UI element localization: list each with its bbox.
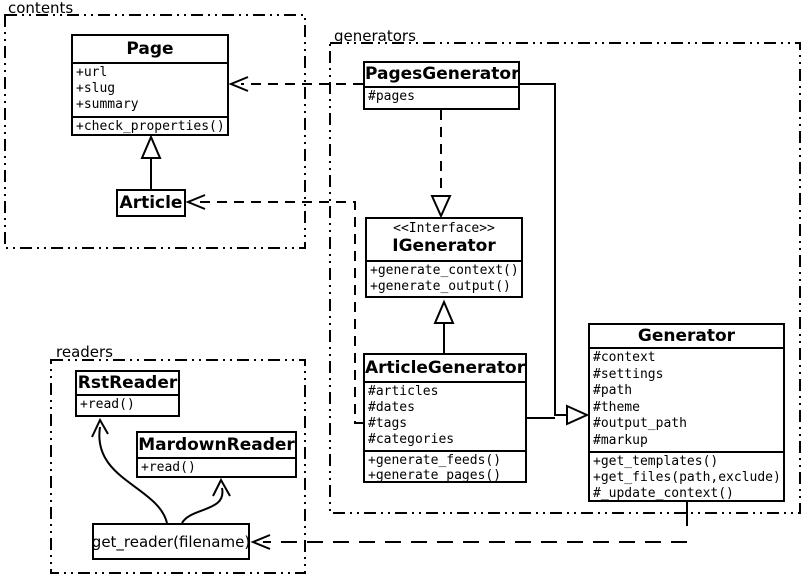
attribute: #dates [368,400,415,415]
class-box-mardownreader: MardownReader +read() [136,431,297,478]
attribute: #path [593,383,633,398]
class-box-article: Article [116,189,186,217]
attribute: #markup [593,432,648,448]
attribute: +summary [76,97,139,112]
method: +read() [80,397,135,412]
class-name-article: Article [119,193,183,213]
method: #_update_context() [593,486,734,500]
class-name-page: Page [126,39,174,59]
class-stereotype-igenerator: <<Interface>> [393,221,495,236]
dependency-line-articlegen-to-article [197,201,363,424]
inheritance-triangle-article-to-page [140,134,162,159]
attribute: +url [76,65,108,80]
arrowhead-at-mardownreader [212,477,231,497]
method: +get_files(path,exclude) [593,470,781,485]
function-box-get-reader: get_reader(filename) [92,523,250,560]
method: +check_properties() [76,119,225,134]
class-methods-mardownreader: +read() [138,457,295,476]
realization-triangle-pagesgen-to-igenerator [430,195,452,219]
package-border-contents [4,14,306,249]
package-label-generators: generators [334,27,416,45]
class-box-rstreader: RstReader +read() [75,370,180,417]
attribute: #settings [593,366,664,382]
package-border-generators [329,42,801,514]
class-box-pagesgenerator: PagesGenerator #pages [363,61,520,110]
attribute: #categories [368,432,455,447]
class-box-igenerator: <<Interface>> IGenerator +generate_conte… [365,217,523,298]
method: +generate_output() [370,279,511,294]
method: +generate_context() [370,263,519,278]
association-curve-getreader-to-rstreader [98,426,168,524]
class-methods-generator: +get_templates() +get_files(path,exclude… [590,451,783,500]
class-methods-articlegenerator: +generate_feeds() +generate_pages() [365,450,525,481]
class-attributes-pagesgenerator: #pages [365,86,518,108]
class-box-articlegenerator: ArticleGenerator #articles #dates #tags … [363,353,527,483]
inheritance-triangle-to-generator [566,404,590,426]
package-border-readers [50,359,306,574]
arrowhead-at-getreader [250,534,271,550]
class-name-articlegenerator: ArticleGenerator [365,358,525,378]
class-methods-rstreader: +read() [77,394,178,415]
attribute: #context [593,350,656,365]
inheritance-triangle-articlegen-to-igenerator [433,299,455,324]
attribute: +slug [76,81,116,96]
arrowhead-at-page [228,76,249,92]
arrowhead-at-article [185,194,206,210]
class-attributes-page: +url +slug +summary [73,62,227,116]
function-name-get-reader: get_reader(filename) [91,532,251,551]
arrowhead-at-rstreader [91,417,109,438]
method: +generate_pages() [368,468,502,481]
class-box-page: Page +url +slug +summary +check_properti… [71,34,229,136]
attribute: #tags [368,416,408,431]
class-box-generator: Generator #context #settings #path #them… [588,323,785,502]
class-name-mardownreader: MardownReader [138,435,295,455]
inheritance-line-pagesgen-to-generator [520,83,566,416]
attribute: #theme [593,399,640,415]
class-header-igenerator: <<Interface>> IGenerator [367,219,521,260]
association-curve-getreader-to-mardownreader [181,487,224,524]
class-methods-igenerator: +generate_context() +generate_output() [367,260,521,296]
class-name-generator: Generator [637,326,736,346]
class-methods-page: +check_properties() [73,116,227,134]
class-name-pagesgenerator: PagesGenerator [365,64,518,84]
package-label-contents: contents [8,0,74,17]
method: +read() [141,460,196,475]
method: +generate_feeds() [368,453,502,468]
class-name-igenerator: IGenerator [392,236,496,256]
package-label-readers: readers [56,343,113,361]
attribute: #output_path [593,416,687,431]
class-name-rstreader: RstReader [77,373,178,393]
attribute: #articles [368,384,439,399]
method: +get_templates() [593,454,719,469]
attribute: #pages [368,89,415,104]
class-attributes-generator: #context #settings #path #theme #output_… [590,347,783,451]
class-attributes-articlegenerator: #articles #dates #tags #categories [365,381,525,450]
